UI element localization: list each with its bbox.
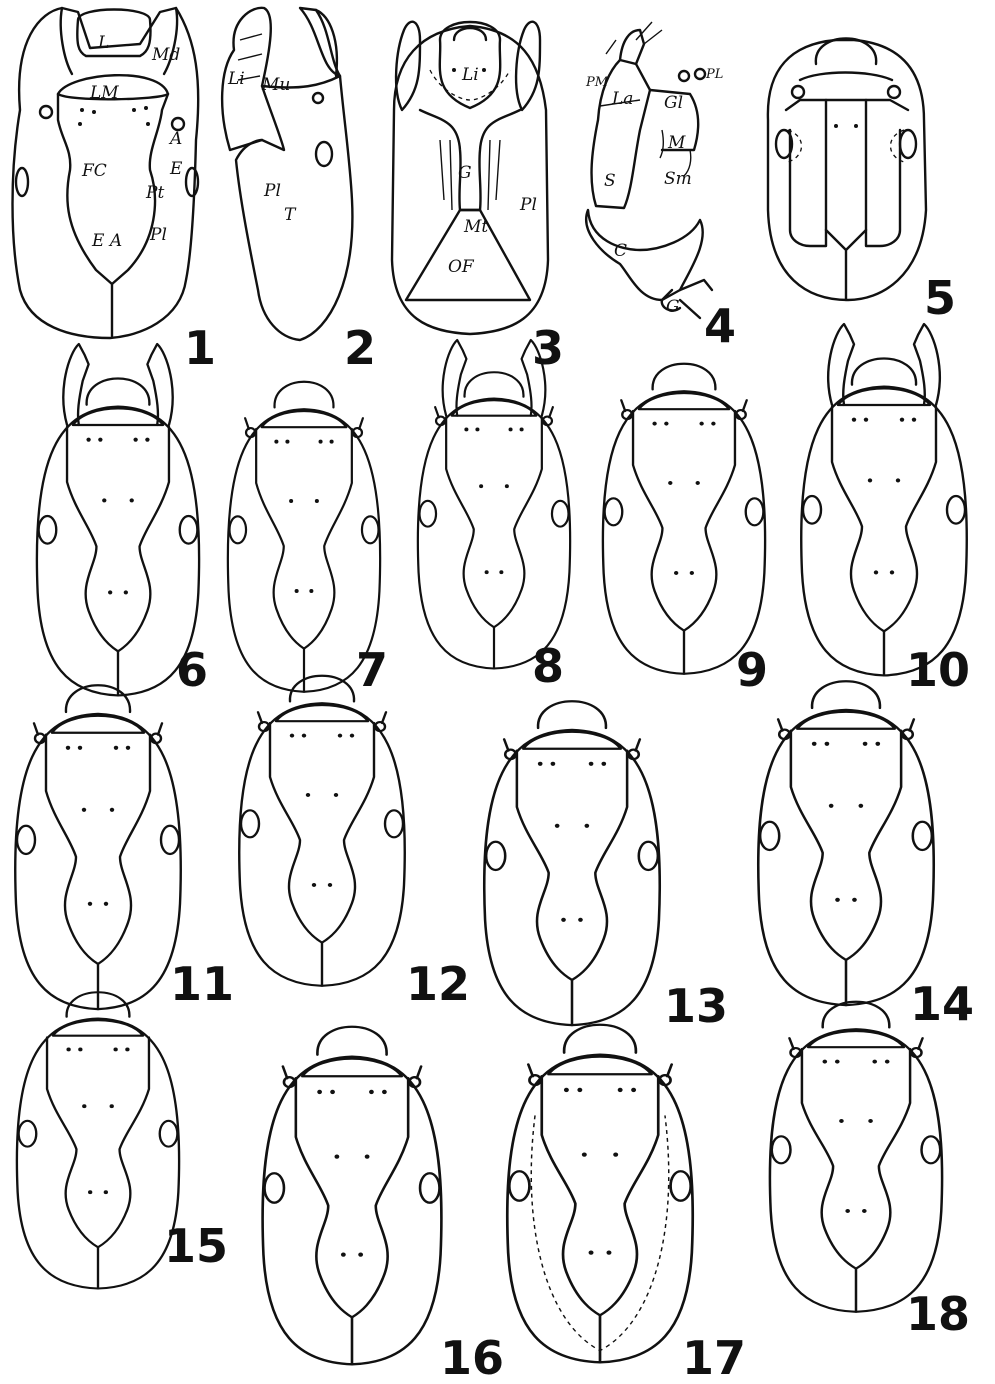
label-EA: E A: [91, 231, 122, 251]
figure-number-14: 14: [910, 977, 974, 1031]
fig-2-head-lateral: Li Mu Pl T 2: [222, 8, 376, 375]
figure-number-6: 6: [176, 643, 208, 697]
label-Li: Li: [461, 65, 479, 85]
label-Pl: Pl: [149, 225, 167, 245]
fig-5-head: 5: [768, 39, 956, 326]
label-Gl: Gl: [664, 93, 683, 113]
figure-number-15: 15: [164, 1219, 228, 1273]
fig-8-head: [418, 340, 570, 669]
fig-4-labium-maxilla: PM PL La Gl M S Sm C G 4: [585, 22, 736, 353]
label-Md: Md: [151, 45, 180, 65]
figure-number-18: 18: [906, 1287, 970, 1341]
label-Pl: Pl: [263, 181, 281, 201]
label-T: T: [284, 205, 297, 225]
label-Pt: Pt: [145, 183, 164, 203]
label-Sm: Sm: [664, 169, 692, 189]
label-FC: FC: [81, 161, 107, 181]
label-G: G: [458, 163, 472, 183]
label-S: S: [604, 171, 616, 191]
fig-6-head: [37, 344, 199, 695]
figure-number-2: 2: [344, 321, 376, 375]
label-La: La: [611, 89, 633, 109]
figure-number-8: 8: [532, 639, 564, 693]
fig-11-head: [15, 685, 181, 1009]
label-Pl: Pl: [519, 195, 537, 215]
label-PL: PL: [705, 67, 723, 82]
label-A: A: [168, 129, 182, 149]
label-OF: OF: [448, 257, 475, 277]
figure-number-13: 13: [664, 979, 728, 1033]
figure-number-5: 5: [924, 271, 956, 325]
fig-13-head: [484, 701, 660, 1025]
fig-9-head: [603, 364, 765, 674]
fig-10-head: [801, 324, 967, 675]
figure-number-12: 12: [406, 957, 470, 1011]
fig-16-head: [263, 1027, 442, 1365]
label-Mu: Mu: [261, 75, 290, 95]
figure-number-11: 11: [170, 957, 234, 1011]
figure-number-7: 7: [356, 643, 388, 697]
fig-3-head-ventral: Li G Mt Pl OF 3: [392, 22, 564, 375]
label-Li: Li: [227, 69, 245, 89]
figure-number-4: 4: [704, 299, 736, 353]
figure-number-10: 10: [906, 643, 970, 697]
label-C: C: [614, 241, 627, 261]
fig-17-head: [507, 1025, 692, 1363]
figure-number-1: 1: [184, 321, 216, 375]
label-M: M: [667, 133, 686, 153]
fig-15-head: [17, 992, 179, 1288]
label-G: G: [666, 297, 680, 317]
label-PM: PM: [585, 75, 609, 90]
fig-14-head: [758, 681, 934, 1005]
label-L: L: [97, 33, 109, 53]
label-Mt: Mt: [463, 217, 488, 237]
figure-number-9: 9: [736, 643, 768, 697]
label-LM: LM: [89, 83, 119, 103]
figure-number-16: 16: [440, 1331, 504, 1384]
label-E: E: [169, 159, 183, 179]
fig-18-head: [770, 1002, 942, 1312]
fig-1-head-dorsal: L Md LM A FC E Pt E A Pl 1: [13, 8, 217, 375]
fig-12-head: [239, 676, 405, 986]
figure-number-17: 17: [682, 1331, 746, 1384]
